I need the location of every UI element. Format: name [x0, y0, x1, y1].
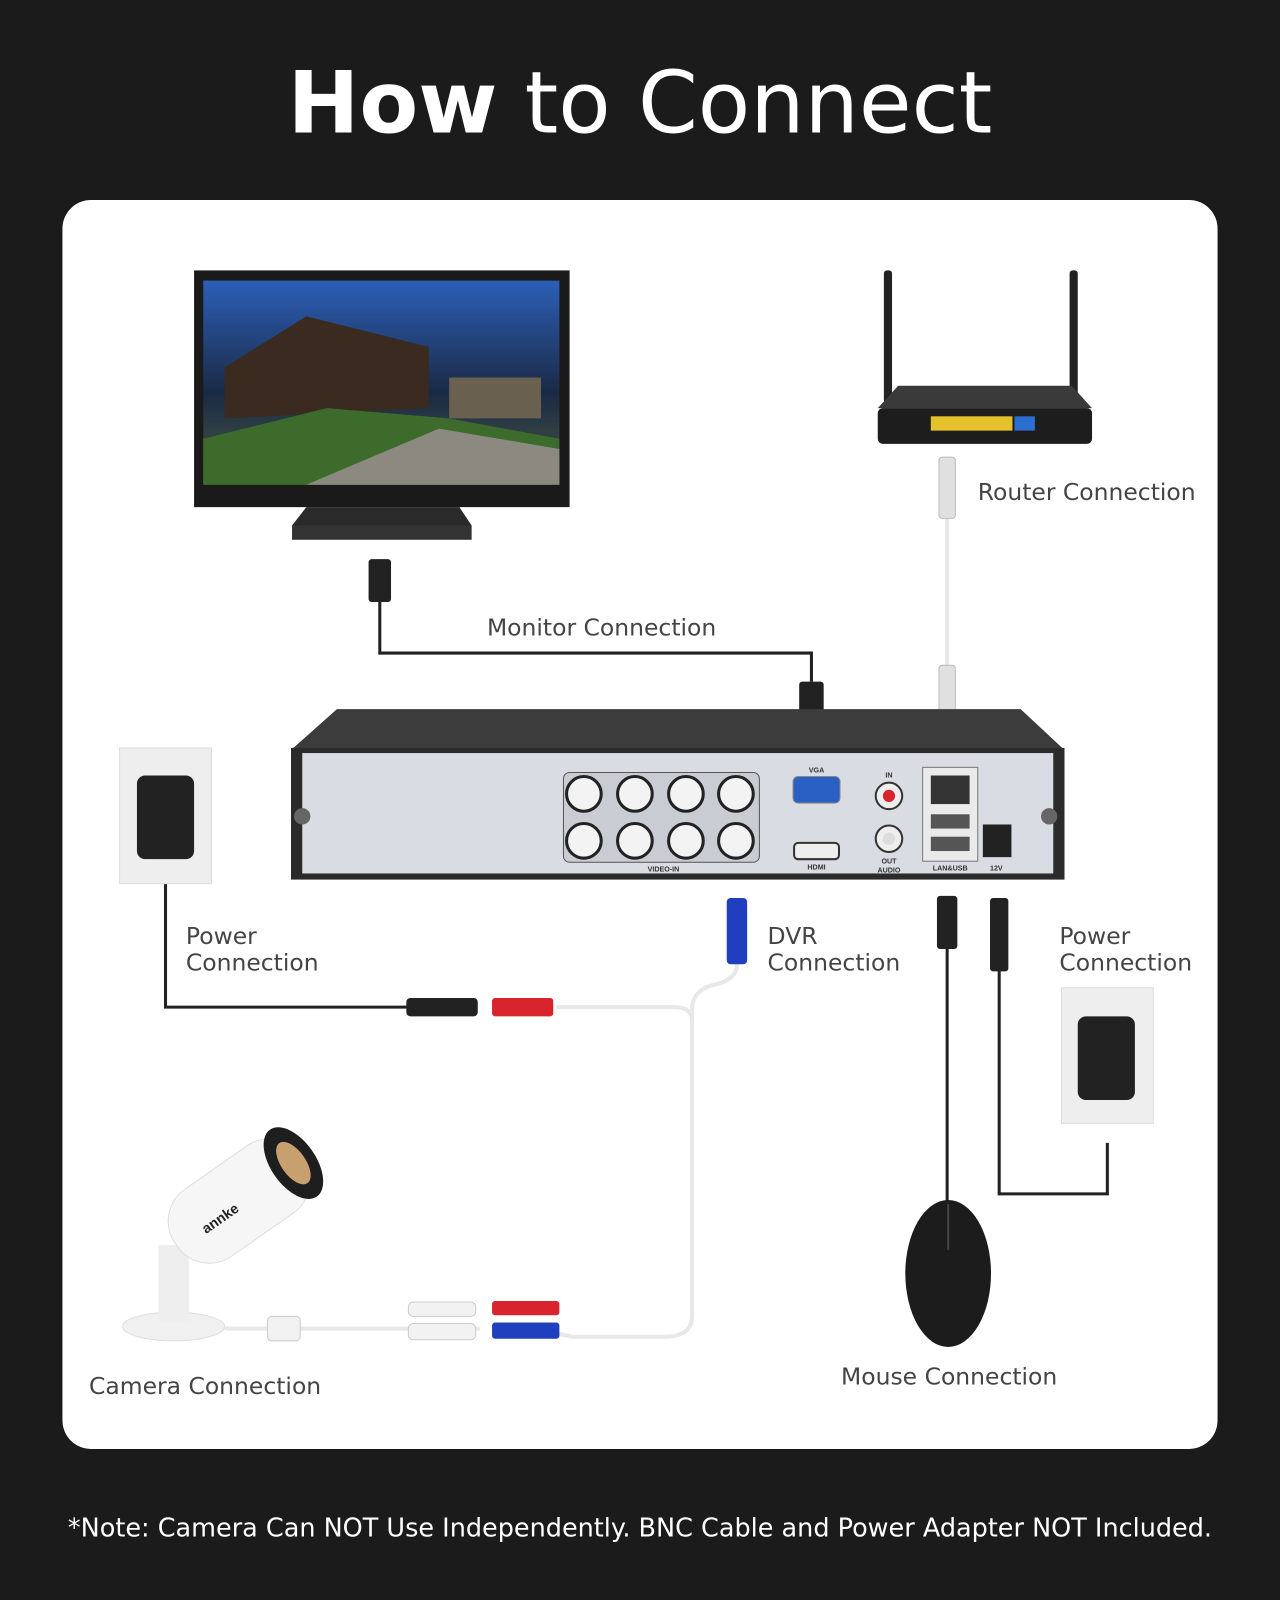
ethernet-plug-icon — [938, 456, 956, 519]
router-illustration — [877, 270, 1093, 444]
svg-text:OUT: OUT — [881, 857, 897, 865]
router-connection-label: Router Connection — [978, 478, 1196, 506]
power-adapter-right — [1060, 987, 1154, 1124]
monitor-connection-label: Monitor Connection — [487, 614, 716, 642]
cables — [163, 602, 1109, 1205]
power-connection-left-label: Power — [186, 922, 257, 950]
footnote: *Note: Camera Can NOT Use Independently.… — [68, 1514, 1212, 1544]
svg-text:VIDEO-IN: VIDEO-IN — [648, 865, 680, 873]
bnc-plug-icon — [492, 1322, 560, 1339]
svg-text:AUDIO: AUDIO — [877, 866, 900, 874]
camera-illustration: annke — [122, 1127, 324, 1342]
svg-text:LAN&USB: LAN&USB — [933, 864, 968, 872]
dvr-illustration: VIDEO-IN VGA HDMI IN OUT AUDIO LAN&USB 1… — [291, 709, 1065, 880]
mouse-illustration — [905, 1200, 992, 1347]
dvr-connection-label-2: Connection — [768, 948, 901, 976]
dc-socket-icon — [492, 997, 554, 1017]
power-connection-right-label: Power — [1059, 922, 1130, 950]
mouse-connection-label: Mouse Connection — [841, 1363, 1057, 1391]
hdmi-plug-icon — [368, 559, 392, 603]
dvr-connection-label: DVR — [768, 922, 818, 950]
svg-text:IN: IN — [885, 772, 892, 780]
svg-text:VGA: VGA — [809, 766, 824, 774]
dc-plug-icon — [990, 897, 1009, 972]
camera-connection-label: Camera Connection — [89, 1372, 321, 1400]
power-connection-left-label-2: Connection — [186, 948, 319, 976]
bnc-plug-icon — [726, 897, 748, 965]
power-connection-right-label-2: Connection — [1059, 948, 1192, 976]
monitor-illustration — [194, 270, 570, 540]
dc-plug-icon — [406, 997, 478, 1017]
svg-text:12V: 12V — [990, 864, 1003, 872]
power-adapter-left — [119, 747, 212, 885]
svg-text:HDMI: HDMI — [807, 863, 825, 871]
usb-plug-icon — [936, 895, 958, 949]
page-title: How to Connect — [288, 54, 993, 154]
dc-plug-icon — [492, 1301, 560, 1316]
